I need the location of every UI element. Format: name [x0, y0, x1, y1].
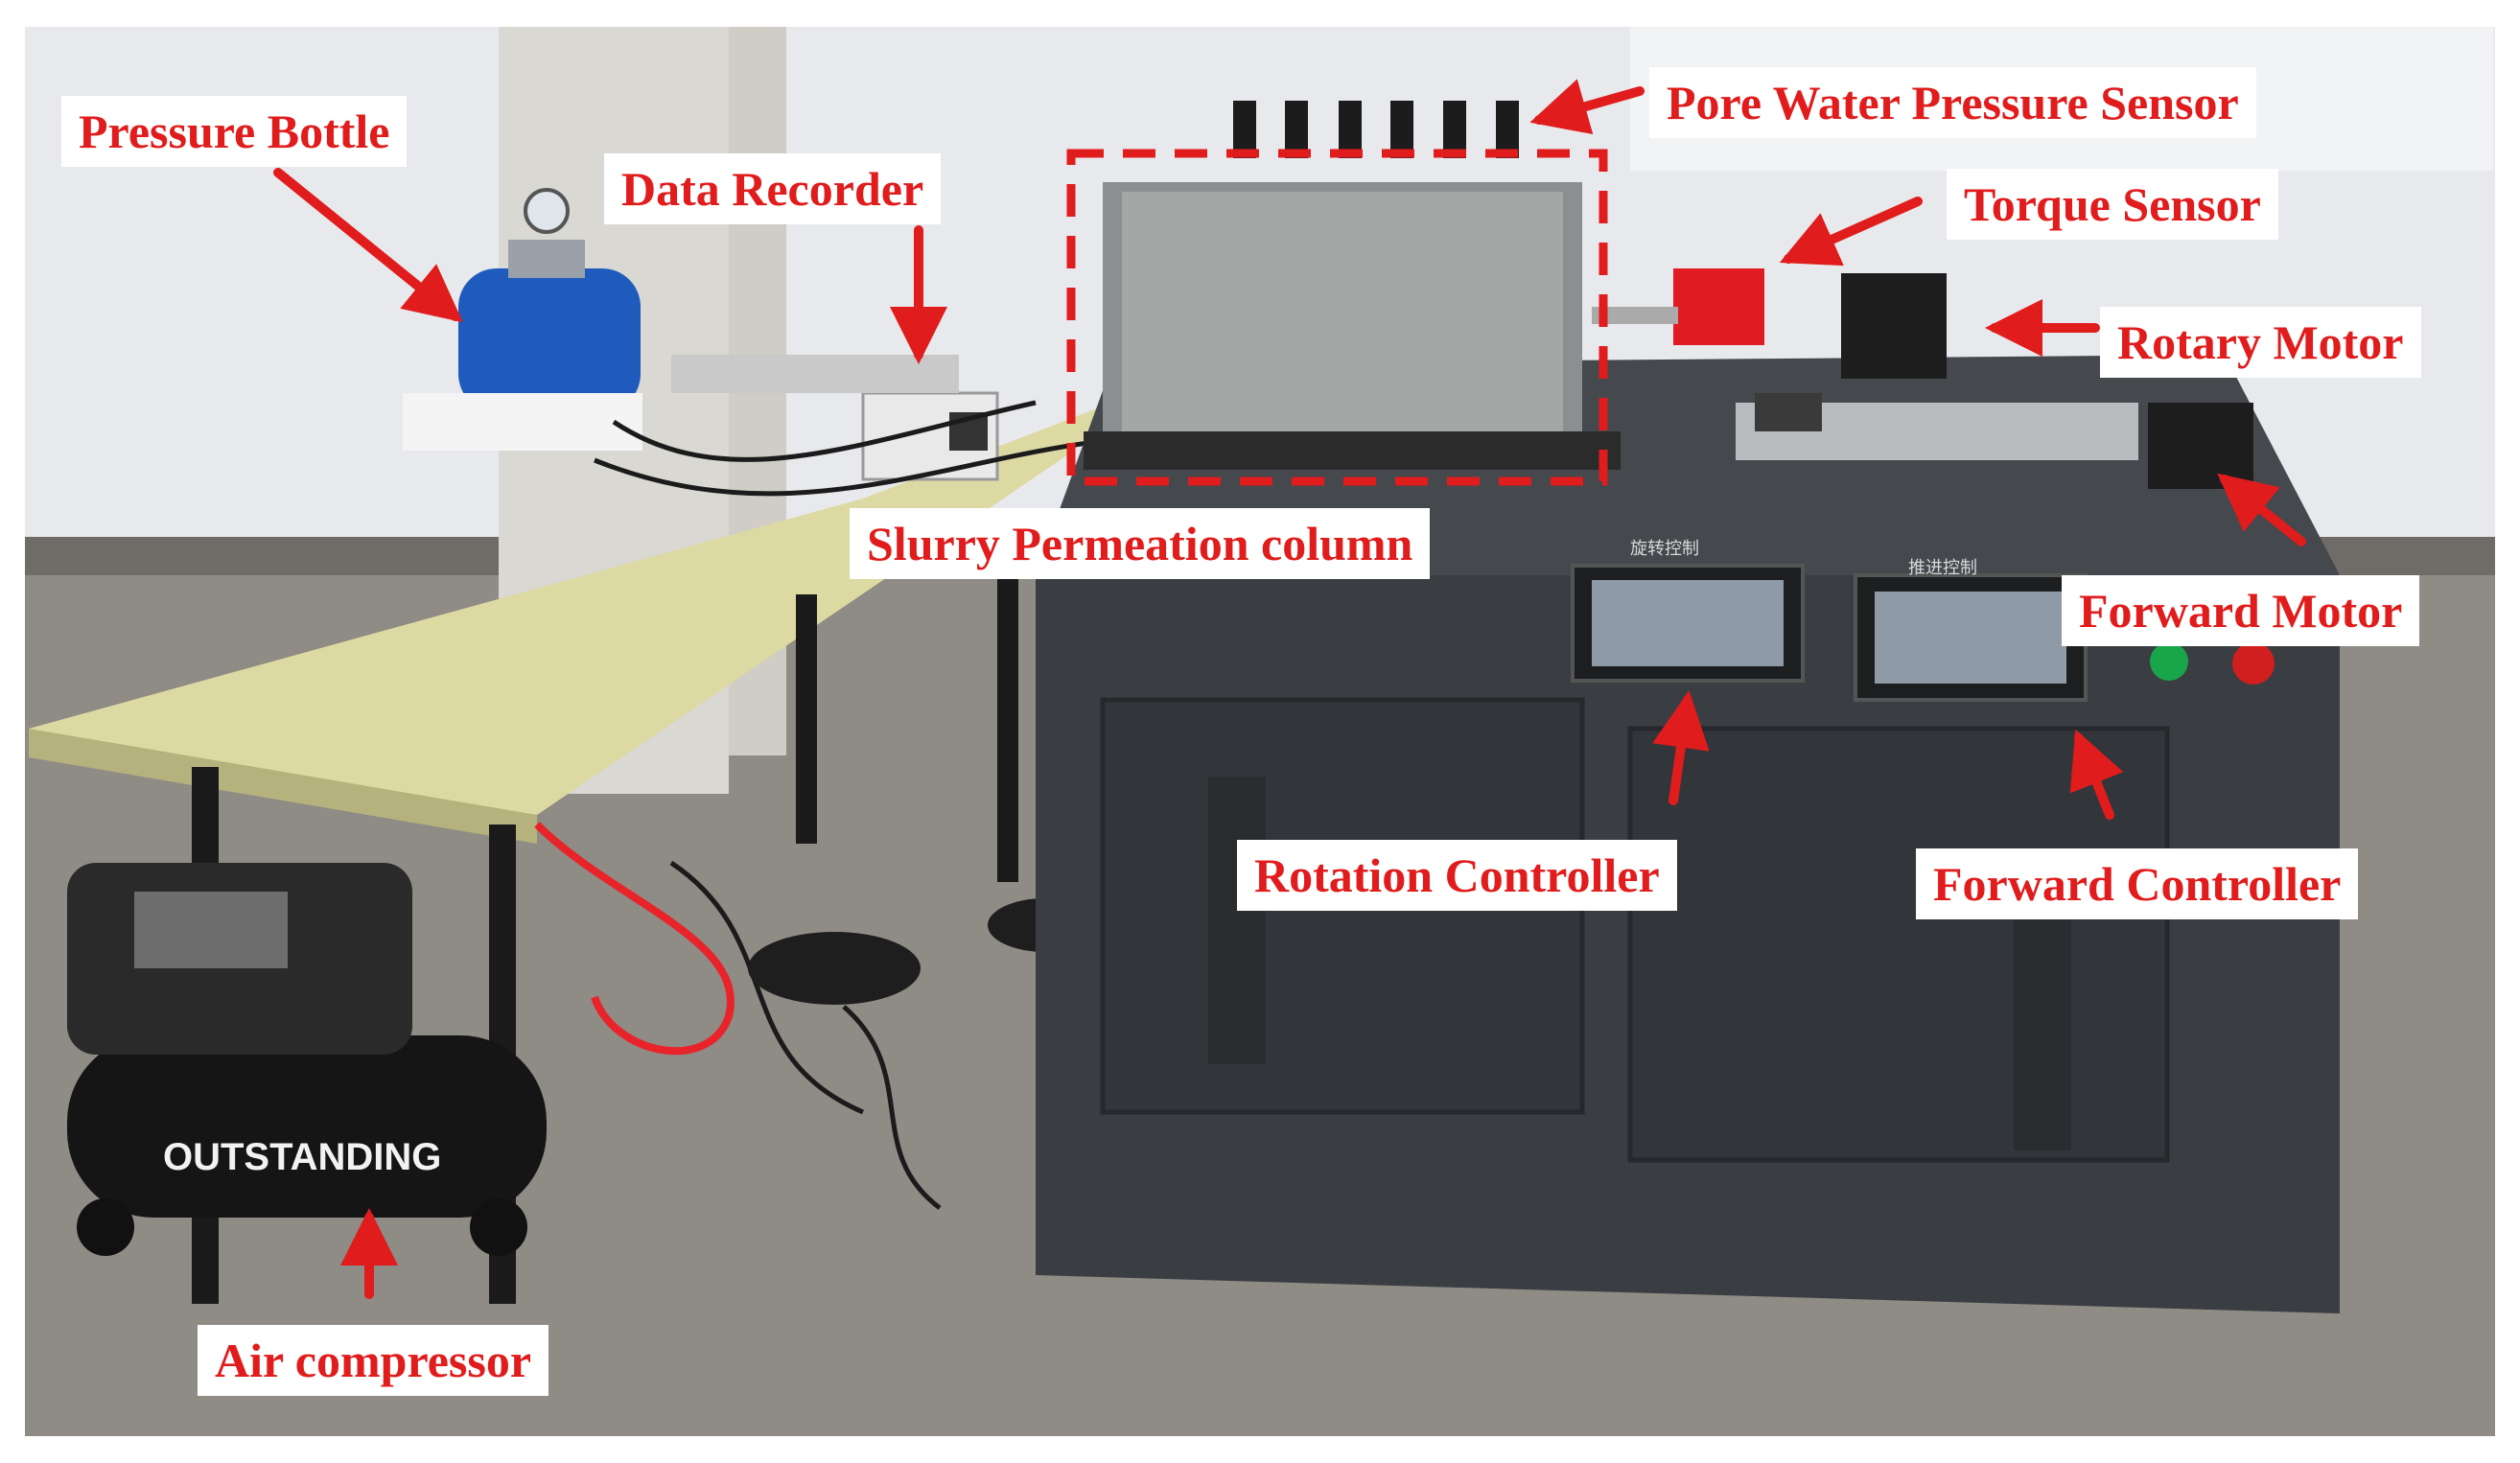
- air-hose: [534, 822, 735, 1056]
- label-rotary-motor: Rotary Motor: [2100, 307, 2421, 378]
- label-forward-controller: Forward Controller: [1916, 848, 2359, 919]
- forward-panel-tag: 推进控制: [1908, 558, 1977, 578]
- label-pore-water-pressure-sensor: Pore Water Pressure Sensor: [1649, 67, 2256, 138]
- label-forward-motor: Forward Motor: [2062, 575, 2420, 646]
- shaft: [1592, 307, 1678, 324]
- forward-motor: [2148, 403, 2253, 489]
- arrow-forward-motor: [2217, 473, 2306, 546]
- label-slurry-permeation-column: Slurry Permeation column: [850, 508, 1431, 579]
- arrow-forward-controller: [2069, 729, 2124, 820]
- rotation-panel-tag: 旋转控制: [1630, 539, 1699, 559]
- label-air-compressor: Air compressor: [198, 1325, 549, 1396]
- red-button: [2232, 642, 2275, 685]
- pressure-bottle: [403, 188, 642, 451]
- foot-pedal: [748, 932, 921, 1005]
- column-outline: [1066, 149, 1608, 486]
- annotation-arrows: [273, 79, 2306, 1299]
- label-torque-sensor: Torque Sensor: [1947, 169, 2278, 240]
- torque-sensor: [1673, 268, 1764, 345]
- pore-water-pressure-sensors: [1233, 101, 1519, 158]
- cables: [594, 400, 1104, 1210]
- arrow-rotation-controller: [1652, 690, 1710, 805]
- air-compressor: OUTSTANDING: [67, 863, 547, 1256]
- compressor-brand: OUTSTANDING: [163, 1136, 441, 1178]
- label-rotation-controller: Rotation Controller: [1237, 840, 1677, 911]
- rotary-motor: [1841, 273, 1947, 379]
- arrow-torque-sensor: [1779, 197, 1923, 267]
- label-pressure-bottle: Pressure Bottle: [61, 96, 408, 167]
- green-button: [2150, 642, 2188, 681]
- guide-rail: [1736, 393, 2138, 460]
- slurry-permeation-column: [1084, 182, 1621, 470]
- arrow-pressure-bottle: [273, 168, 463, 323]
- control-cabinet: 旋转控制 推进控制: [1036, 355, 2340, 1313]
- label-data-recorder: Data Recorder: [604, 153, 942, 224]
- arrow-pore-water-pressure-sensor: [1529, 79, 1645, 135]
